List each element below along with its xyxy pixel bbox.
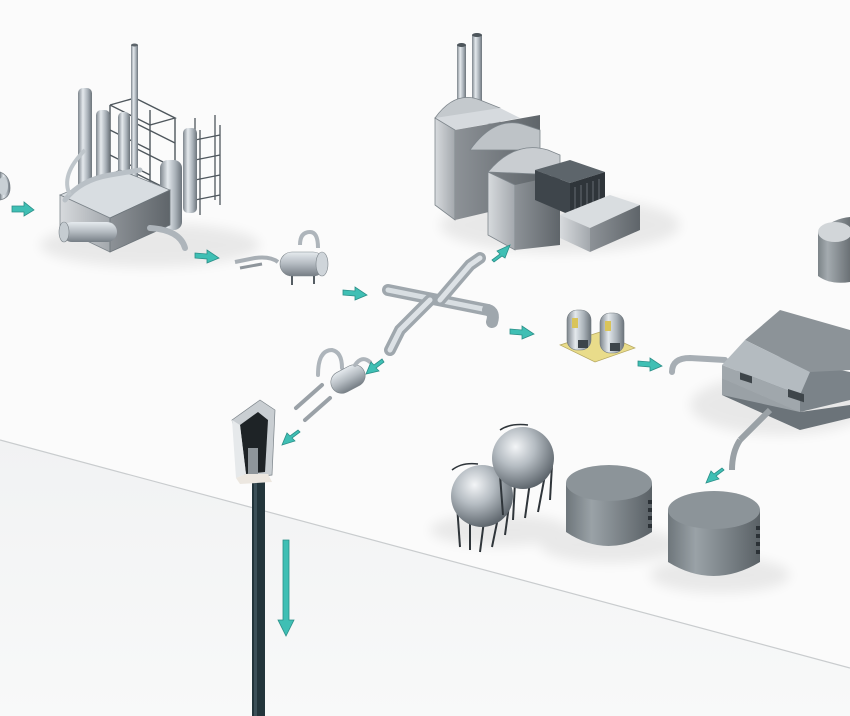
pipe-manifold	[382, 252, 499, 356]
horizontal-drum	[62, 222, 117, 242]
spherical-tank-1	[451, 462, 513, 553]
stack-left	[457, 45, 466, 120]
ground-edge	[0, 439, 850, 669]
heat-exchanger	[234, 229, 329, 285]
processing-building	[669, 310, 850, 471]
distillation-column	[183, 128, 197, 213]
dual-tank-skid	[559, 309, 636, 363]
injection-wellhead	[231, 399, 276, 484]
feed-source	[0, 171, 11, 201]
flow-arrow-icon	[491, 244, 511, 263]
distillation-column	[78, 88, 92, 198]
flow-arrow-icon	[11, 201, 35, 217]
injection-well	[252, 478, 265, 716]
storage-silo	[818, 217, 850, 283]
stack-right	[472, 35, 482, 115]
refinery-chimney	[131, 45, 138, 185]
flow-arrow-icon	[194, 249, 220, 264]
ground-front-face	[0, 440, 850, 716]
compressor-unit	[294, 347, 372, 422]
flow-arrow-icon	[705, 467, 725, 484]
spherical-tank-2	[492, 423, 554, 521]
flow-arrow-icon	[637, 357, 663, 372]
flow-arrow-icon	[277, 539, 295, 637]
storage-tank-2	[668, 491, 760, 576]
power-plant	[434, 33, 640, 252]
refinery-unit	[58, 43, 221, 253]
flow-arrow-icon	[509, 325, 535, 340]
storage-tank-1	[566, 465, 652, 546]
flow-arrow-icon	[342, 286, 368, 301]
flow-arrow-icon	[365, 358, 385, 375]
flow-arrow-icon	[281, 429, 301, 446]
flow-arrows	[11, 201, 725, 637]
